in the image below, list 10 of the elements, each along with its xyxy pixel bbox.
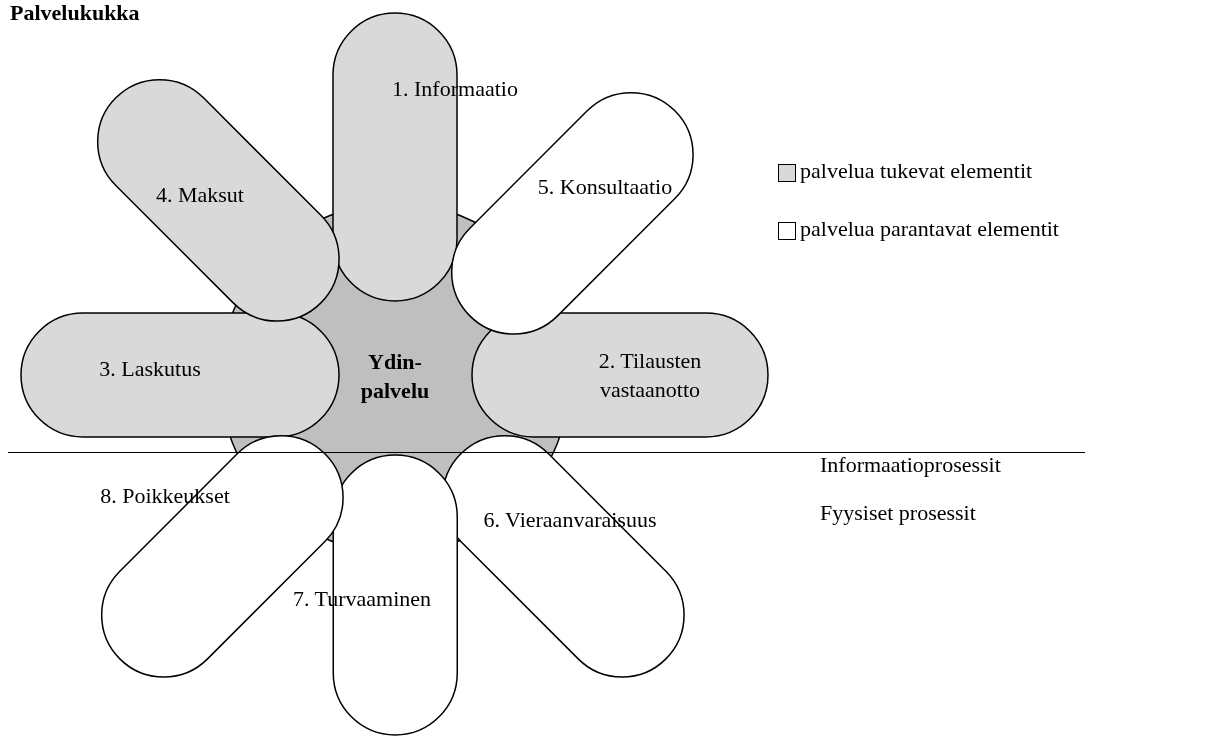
petal-label: 2. Tilausten vastaanotto: [597, 347, 703, 404]
petal-label: 4. Maksut: [155, 181, 245, 210]
process-label: Informaatioprosessit: [820, 452, 1001, 478]
petal-label: 5. Konsultaatio: [536, 173, 674, 202]
diagram-title: Palvelukukka: [10, 0, 140, 26]
core-label: Ydin-palvelu: [359, 348, 431, 405]
legend-label: palvelua parantavat elementit: [800, 216, 1059, 242]
petal-label: 3. Laskutus: [98, 354, 202, 383]
legend-label: palvelua tukevat elementit: [800, 158, 1033, 184]
process-label: Fyysiset prosessit: [820, 500, 976, 526]
